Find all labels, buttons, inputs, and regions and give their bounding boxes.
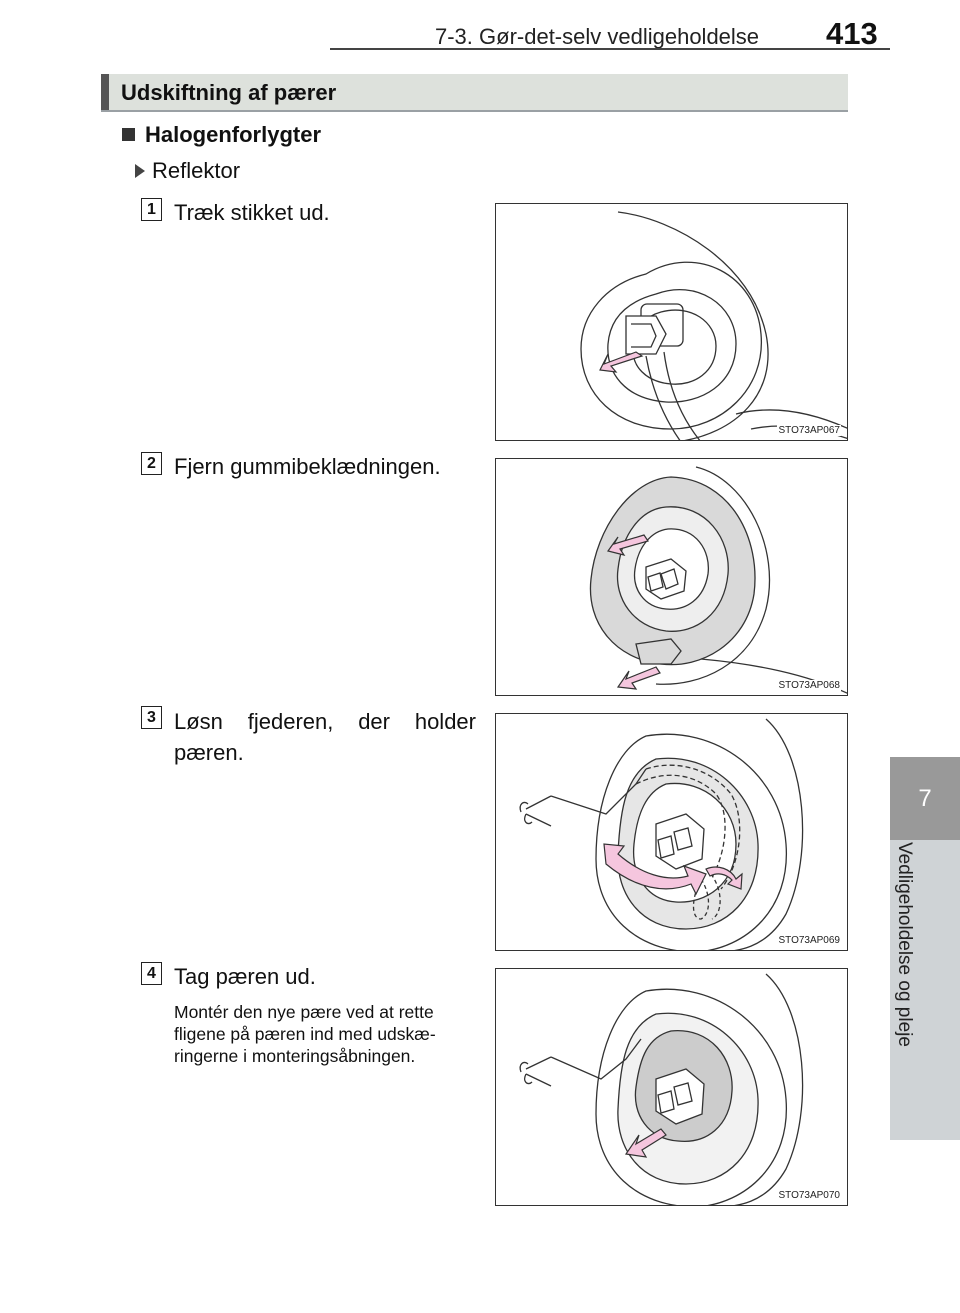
chapter-tab-bar — [890, 840, 960, 1140]
figure-3-illustration — [519, 718, 804, 950]
header-divider — [330, 48, 890, 50]
square-bullet-icon — [122, 128, 135, 141]
step-text-1: Træk stikket ud. — [174, 200, 330, 225]
pull-arrow-icon — [599, 351, 644, 373]
figure-remove-rubber-cover: STO73AP068 — [495, 458, 848, 696]
section-rule — [101, 110, 848, 112]
figure-unplug-connector: STO73AP067 — [495, 203, 848, 441]
step-text-2: Fjern gummibeklædningen. — [174, 454, 441, 479]
sub-subheading: Reflektor — [152, 158, 241, 183]
figure-4-illustration — [519, 973, 804, 1205]
step-note-4: Montér den nye pære ved at rette fligene… — [174, 1002, 436, 1066]
subheading: Halogenforlygter — [145, 122, 322, 147]
figure-2-illustration — [589, 466, 847, 694]
small-arrow-icon — [705, 866, 743, 890]
step-number-2: 2 — [141, 452, 162, 475]
figure-code: STO73AP067 — [777, 425, 841, 436]
figure-code: STO73AP069 — [777, 935, 841, 946]
section-accent — [101, 74, 109, 110]
section-title: Udskiftning af pærer — [121, 80, 337, 105]
pull-arrow-icon — [616, 666, 661, 690]
section-header: Udskiftning af pærer — [101, 74, 848, 110]
figure-remove-bulb: STO73AP070 — [495, 968, 848, 1206]
peel-arrow-icon — [606, 534, 649, 556]
figure-1-illustration — [580, 211, 847, 440]
figure-code: STO73AP068 — [777, 680, 841, 691]
page-number: 413 — [826, 16, 878, 51]
curved-arrow-icon — [603, 843, 707, 896]
figure-release-spring: STO73AP069 — [495, 713, 848, 951]
step-text-4: Tag pæren ud. — [174, 964, 316, 989]
step-text-3: Løsn fjederen, der holder pæren. — [174, 709, 476, 765]
figure-code: STO73AP070 — [777, 1190, 841, 1201]
pull-out-arrow-icon — [624, 1128, 667, 1158]
step-number-3: 3 — [141, 706, 162, 729]
step-number-1: 1 — [141, 198, 162, 221]
chapter-tab-number: 7 — [890, 757, 960, 840]
chapter-section-title: 7-3. Gør-det-selv vedligeholdelse — [435, 24, 760, 49]
step-number-4: 4 — [141, 962, 162, 985]
chapter-tab-label: Vedligeholdelse og pleje — [894, 842, 915, 1047]
triangle-bullet-icon — [135, 164, 145, 178]
